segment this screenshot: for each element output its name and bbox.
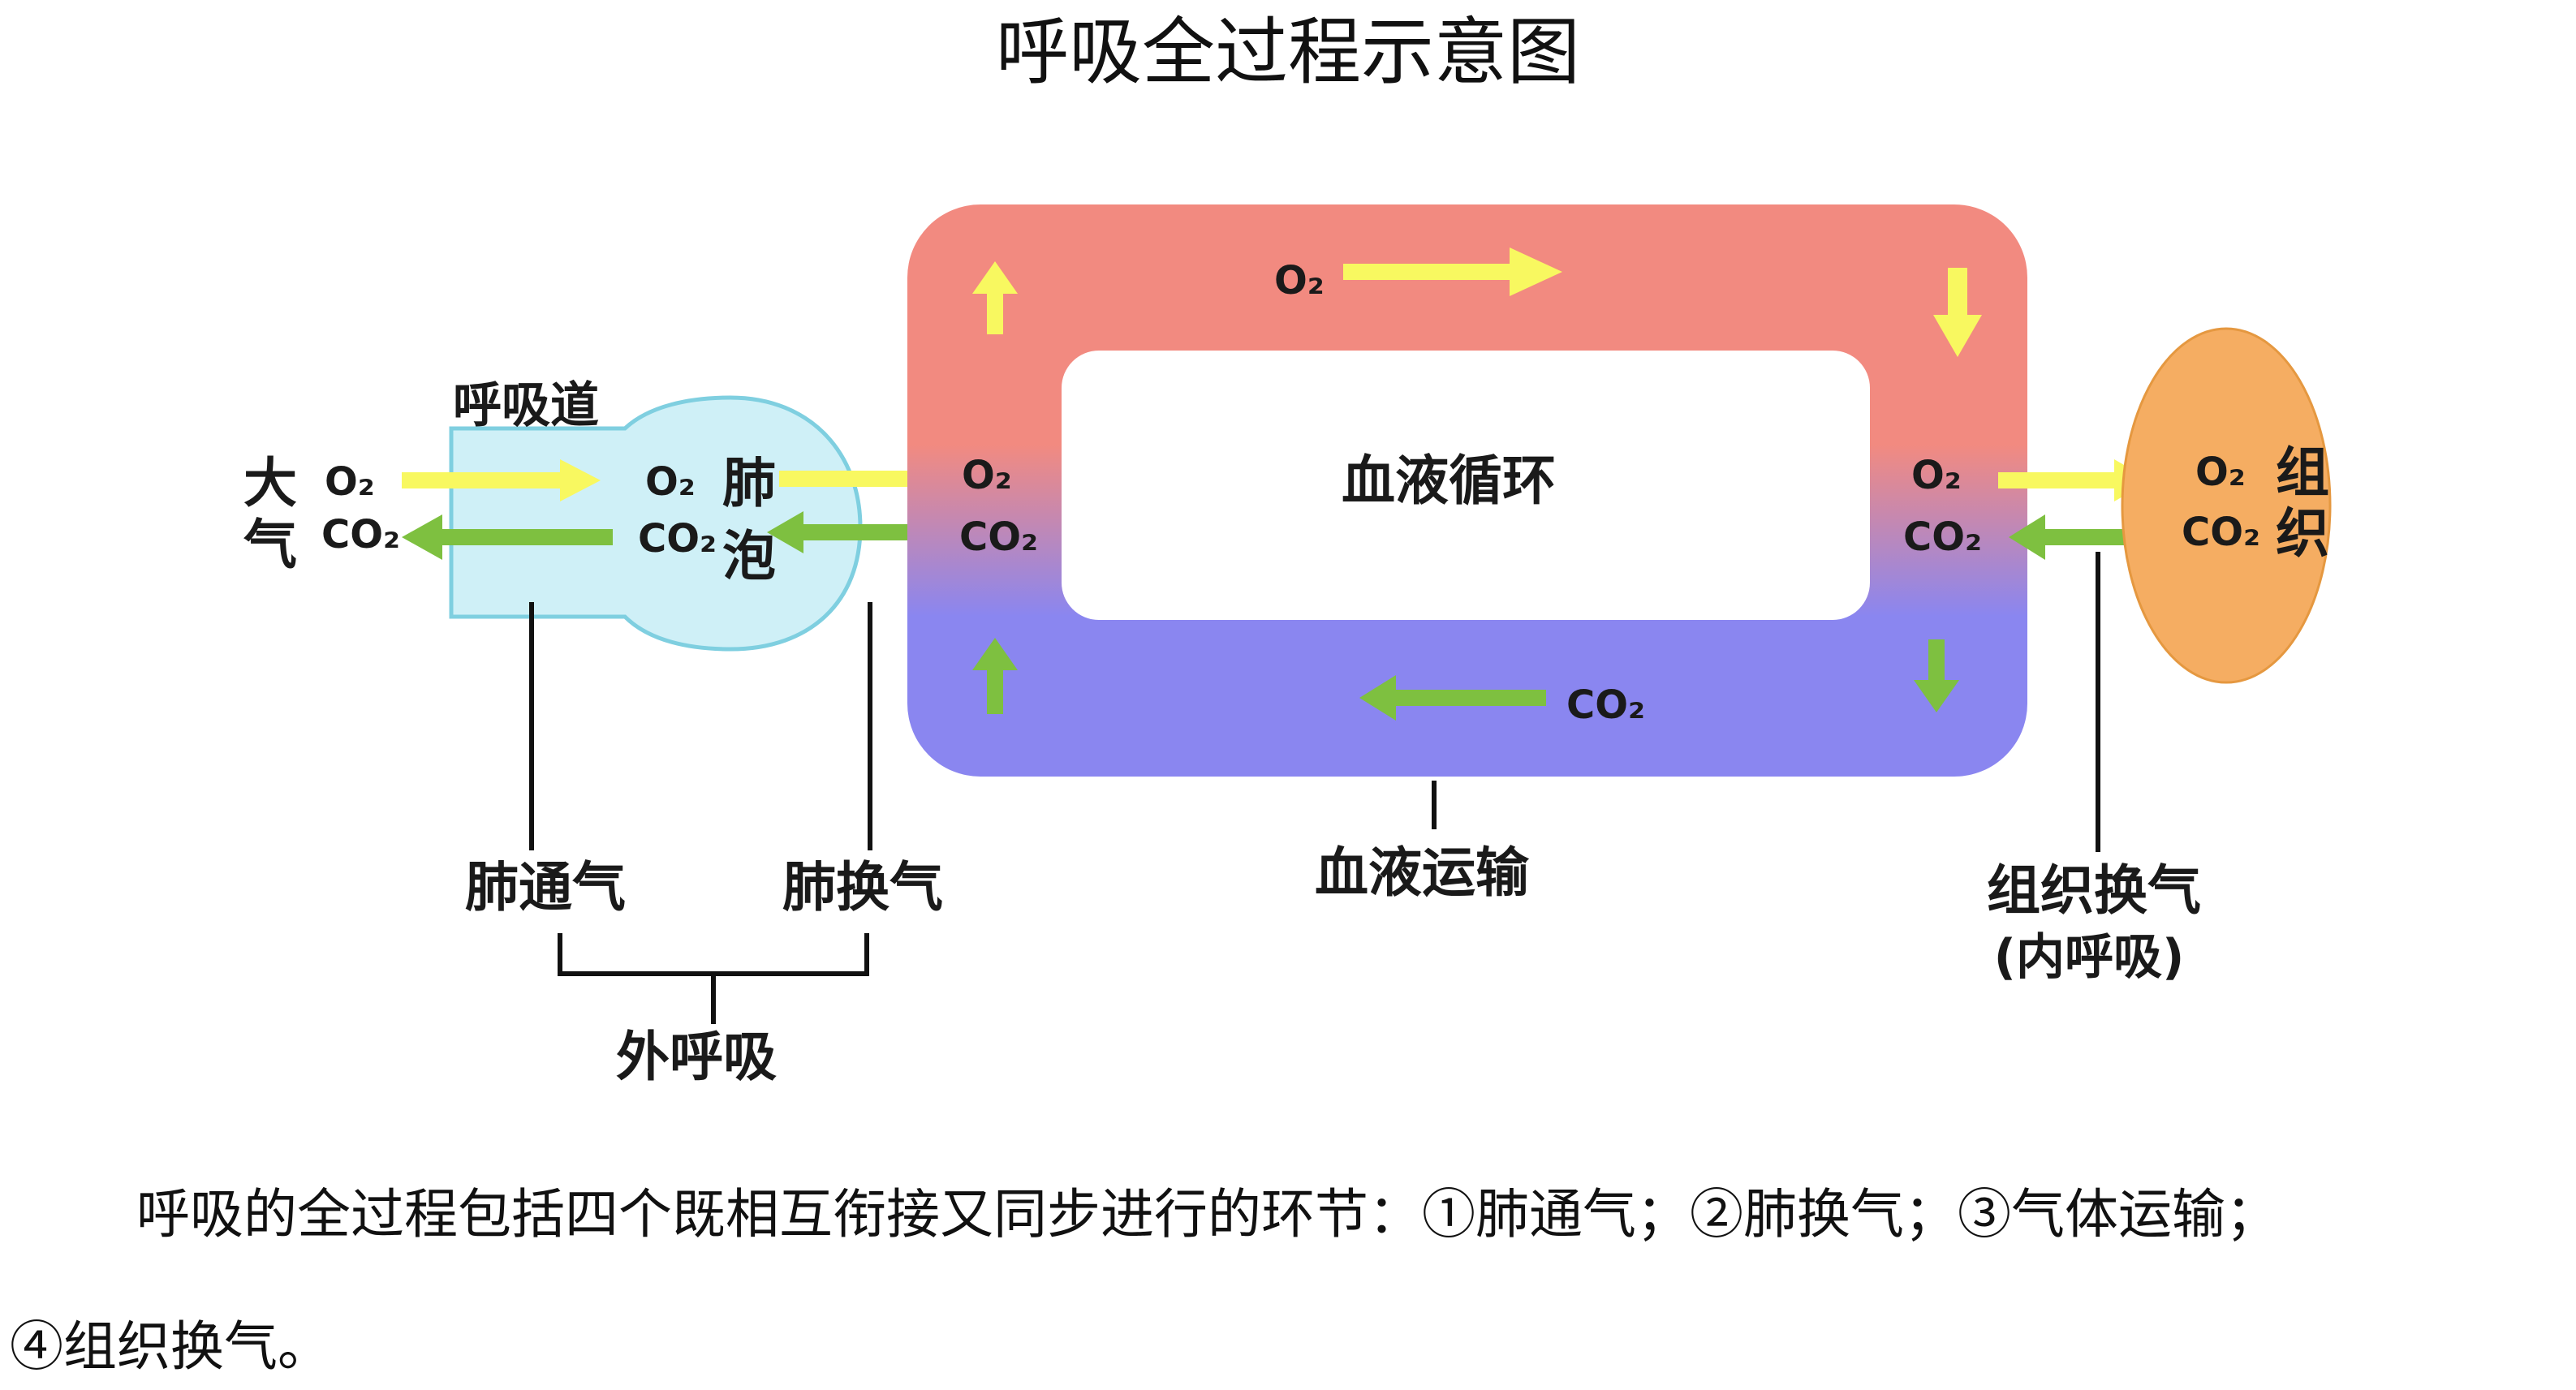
blood-circulation-label: 血液循环	[1342, 450, 1556, 512]
o2-label-tissue: O₂	[2195, 450, 2246, 495]
caption-line-1: 呼吸的全过程包括四个既相互衔接又同步进行的环节：①肺通气；②肺换气；③气体运输；	[136, 1183, 2279, 1246]
tissue-label-1: 组	[2276, 441, 2329, 504]
airway-label: 呼吸道	[453, 377, 599, 434]
pulmonary-ventilation-label: 肺通气	[465, 856, 626, 919]
alveolus-label-2: 泡	[722, 525, 776, 587]
diagram-title: 呼吸全过程示意图	[996, 10, 1580, 95]
co2-arrow-tissue-blood	[2009, 514, 2157, 560]
internal-respiration-label: (内呼吸)	[1994, 929, 2185, 986]
co2-arrow-loop-bottom	[1359, 675, 1546, 721]
o2-label-alveolus: O₂	[645, 459, 696, 505]
co2-arrow-right-down	[1914, 639, 1959, 712]
o2-arrow-alveolus-blood	[779, 458, 950, 500]
pulmonary-exchange-label: 肺换气	[782, 856, 943, 919]
external-respiration-label: 外呼吸	[616, 1026, 777, 1088]
o2-label-loop-left: O₂	[962, 453, 1012, 498]
tissue-label-2: 织	[2276, 502, 2329, 565]
co2-label-loop-bottom: CO₂	[1566, 682, 1645, 728]
o2-arrow-right-down	[1933, 268, 1982, 357]
o2-arrow-left-up	[972, 261, 1018, 334]
blood-circulation-inner	[1062, 351, 1870, 620]
co2-label-alveolus: CO₂	[638, 516, 717, 562]
o2-label-loop-right: O₂	[1911, 453, 1962, 498]
tissue-exchange-label: 组织换气	[1987, 859, 2201, 922]
o2-label-loop-top: O₂	[1274, 258, 1325, 303]
caption-line-2: ④组织换气。	[10, 1315, 331, 1378]
atmosphere-label-1: 大	[243, 452, 297, 514]
connector-lines	[529, 552, 2100, 1024]
co2-arrow-blood-alveolus	[767, 511, 950, 553]
o2-arrow-blood-tissue	[1998, 459, 2151, 501]
o2-arrow-loop-top	[1343, 247, 1562, 296]
respiration-diagram: 呼吸全过程示意图 呼吸道 大 气 O₂ CO₂ O₂ CO₂ 肺 泡 血液循环 …	[243, 10, 2332, 1088]
o2-arrow-airway	[402, 459, 601, 501]
atmosphere-label-2: 气	[243, 514, 297, 576]
co2-label-loop-right: CO₂	[1903, 514, 1982, 560]
co2-label-tissue: CO₂	[2182, 510, 2260, 555]
co2-arrow-airway	[402, 514, 613, 560]
alveolus-label-1: 肺	[722, 452, 776, 514]
blood-transport-label: 血液运输	[1315, 841, 1530, 904]
o2-label-atmosphere: O₂	[325, 459, 375, 505]
co2-arrow-left-up	[972, 638, 1018, 714]
co2-label-atmosphere: CO₂	[321, 512, 400, 557]
tissue-cell	[2121, 327, 2332, 684]
co2-label-loop-left: CO₂	[959, 514, 1038, 560]
